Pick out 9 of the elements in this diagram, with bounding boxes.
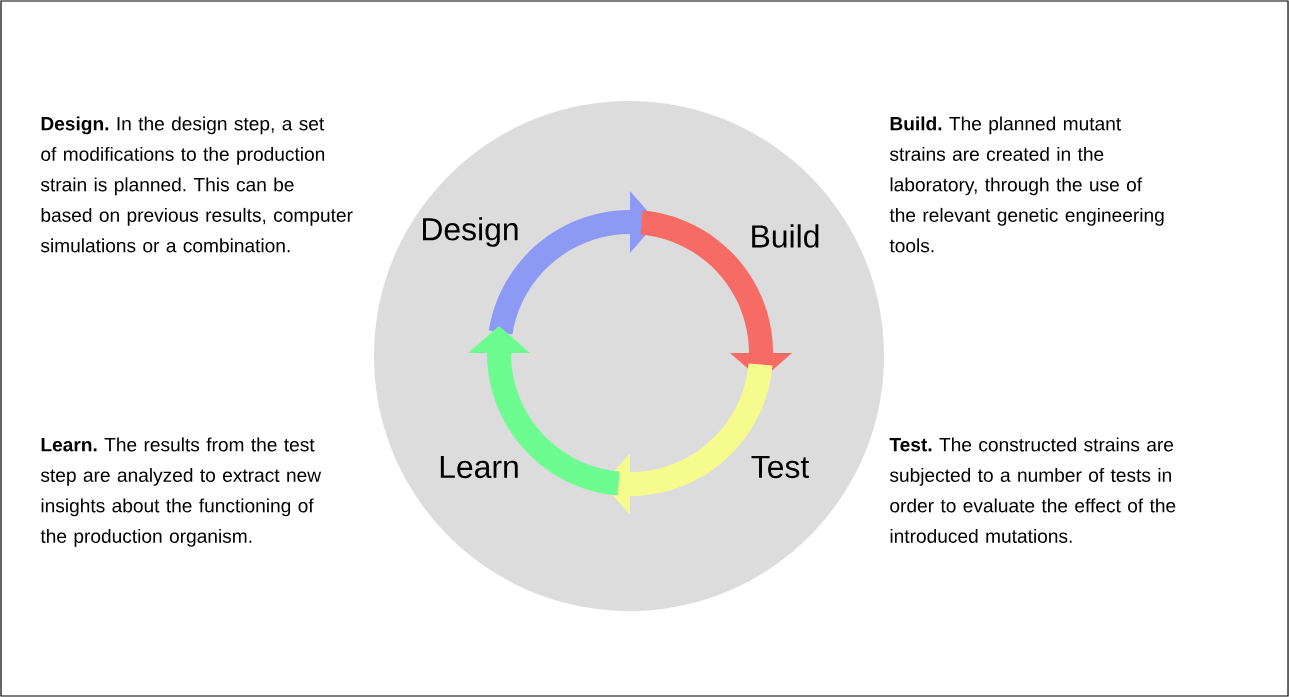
step-label: Test bbox=[751, 455, 810, 479]
step-label: Learn bbox=[440, 455, 518, 479]
step-label: Build bbox=[752, 224, 819, 248]
description-paragraph: Build. The planned mutant strains are created in the laboratory, through the use of the relevant genetic engineering tools. bbox=[889, 116, 1164, 253]
description-paragraph: Learn. The results from the test step are analyzed to extract new insights about the functioning of the production organism. bbox=[40, 437, 322, 547]
description-paragraph: Design. In the design step, a set of modifications to the production strain is planned. This can be based on previous results, computer simulations or a combination. bbox=[40, 116, 353, 253]
cycle-background bbox=[374, 101, 884, 611]
step-label: Design bbox=[423, 217, 518, 247]
description-paragraph: Test. The constructed strains are subjected to a number of tests in order to evaluate the effect of the introduced mutations. bbox=[889, 437, 1176, 543]
